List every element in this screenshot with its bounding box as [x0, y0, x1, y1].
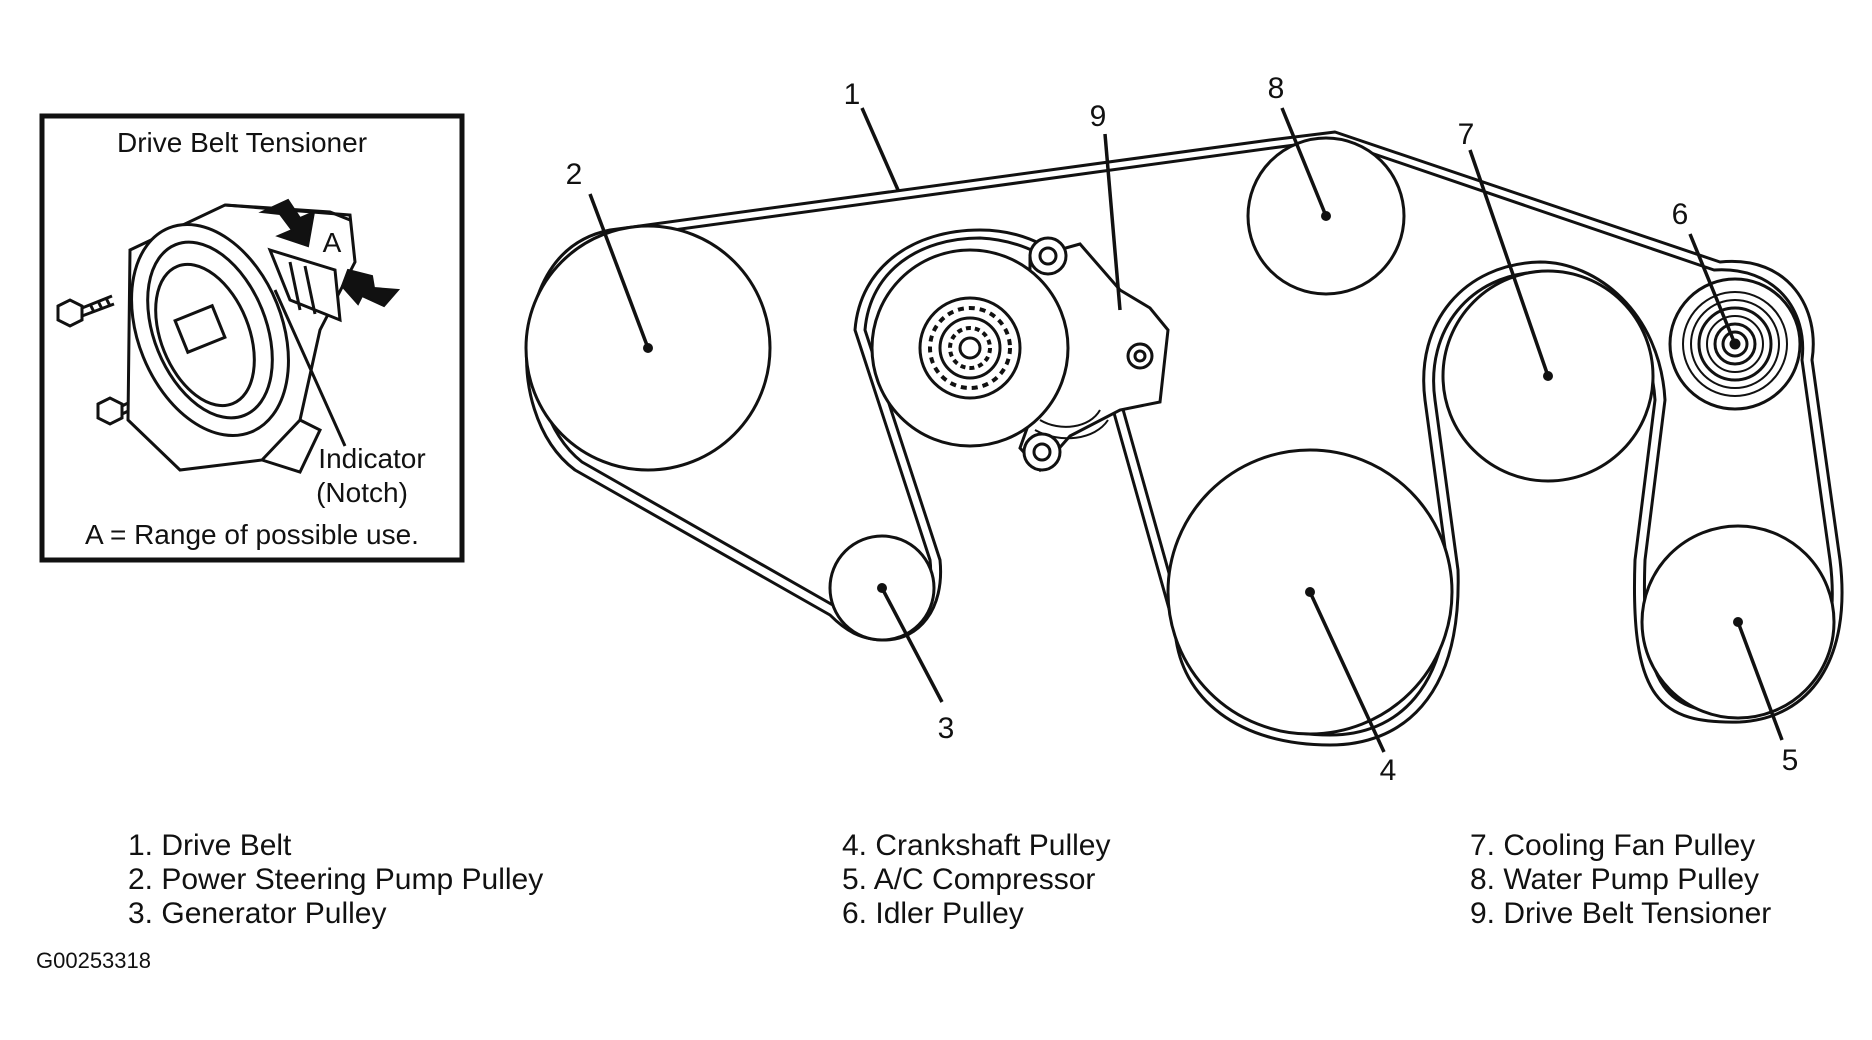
- inset-title: Drive Belt Tensioner: [117, 127, 367, 158]
- legend-column-2: 4. Crankshaft Pulley 5. A/C Compressor 6…: [842, 829, 1110, 931]
- legend-column-1: 1. Drive Belt 2. Power Steering Pump Pul…: [128, 829, 543, 931]
- legend-item: 8. Water Pump Pulley: [1470, 863, 1759, 896]
- range-note: A = Range of possible use.: [85, 519, 419, 550]
- indicator-sublabel: (Notch): [316, 477, 408, 508]
- legend-item: 4. Crankshaft Pulley: [842, 829, 1111, 862]
- figure-id: G00253318: [36, 948, 151, 973]
- callout-7: 7: [1458, 118, 1475, 151]
- callout-5: 5: [1782, 744, 1799, 777]
- callout-labels: 1 2 3 4 5 6 7 8 9: [566, 72, 1799, 787]
- legend-item: 7. Cooling Fan Pulley: [1470, 829, 1756, 862]
- indicator-leader-line: [273, 289, 347, 447]
- callout-4: 4: [1380, 754, 1397, 787]
- legend-item: 5. A/C Compressor: [842, 863, 1096, 896]
- bolt-icon: [56, 294, 115, 328]
- callout-8: 8: [1268, 72, 1285, 105]
- tensioner-pulley: [870, 248, 1070, 448]
- callout-6: 6: [1672, 198, 1689, 231]
- tensioner-inset: Drive Belt Tensioner: [39, 113, 465, 563]
- legend-item: 2. Power Steering Pump Pulley: [128, 863, 544, 896]
- range-letter: A: [323, 227, 342, 258]
- legend-column-3: 7. Cooling Fan Pulley 8. Water Pump Pull…: [1470, 829, 1771, 931]
- callout-9: 9: [1090, 100, 1107, 133]
- tensioner-body-icon: [126, 203, 357, 474]
- callout-1: 1: [844, 78, 861, 111]
- legend-item: 3. Generator Pulley: [128, 897, 387, 930]
- legend-item: 9. Drive Belt Tensioner: [1470, 897, 1772, 930]
- legend-item: 1. Drive Belt: [128, 829, 292, 862]
- indicator-label: Indicator: [318, 443, 425, 474]
- callout-3: 3: [938, 712, 955, 745]
- leader-lines: [588, 107, 1784, 753]
- arrow-icon: [258, 198, 401, 308]
- callout-2: 2: [566, 158, 583, 191]
- legend-item: 6. Idler Pulley: [842, 897, 1024, 930]
